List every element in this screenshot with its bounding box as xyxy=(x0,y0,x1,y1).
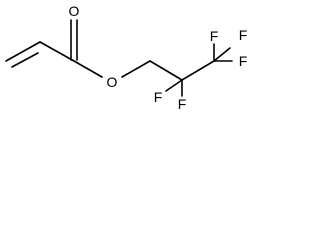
carbonyl-oxygen-label: O xyxy=(69,3,80,19)
chemical-structure-diagram: O O F F F F F xyxy=(5,3,248,112)
fluorine-label-cf3-upper-right: F xyxy=(239,27,248,43)
ester-linkage: O xyxy=(73,60,151,90)
vinyl-double-bond-inner xyxy=(11,52,39,68)
fluorine-label-cf3-right: F xyxy=(239,53,248,69)
fluorine-label-cf3-top: F xyxy=(210,28,219,44)
fluoroalkyl-chain xyxy=(149,60,215,81)
ester-oxygen-to-ch2-bond xyxy=(121,60,151,78)
structure-canvas: O O F F F F F xyxy=(0,0,254,112)
vinyl-group xyxy=(5,41,75,68)
cf3-bond-upper-right xyxy=(213,47,231,62)
vinyl-to-carbonyl-bond xyxy=(39,41,75,62)
carbonyl-group: O xyxy=(69,3,80,61)
cf2-to-cf3-bond xyxy=(181,60,215,81)
fluorine-label-cf2-bottom: F xyxy=(178,96,187,112)
fluorine-label-cf2-left: F xyxy=(154,89,163,105)
trifluoromethyl-group: F F F xyxy=(210,27,248,69)
carbonyl-to-ester-oxygen-bond xyxy=(73,60,103,78)
cf2-bond-left xyxy=(165,79,183,92)
difluoromethylene-group: F F xyxy=(154,79,187,112)
vinyl-double-bond-outer xyxy=(5,41,41,62)
ch2-to-cf2-bond xyxy=(149,60,183,81)
ester-oxygen-label: O xyxy=(107,74,118,90)
